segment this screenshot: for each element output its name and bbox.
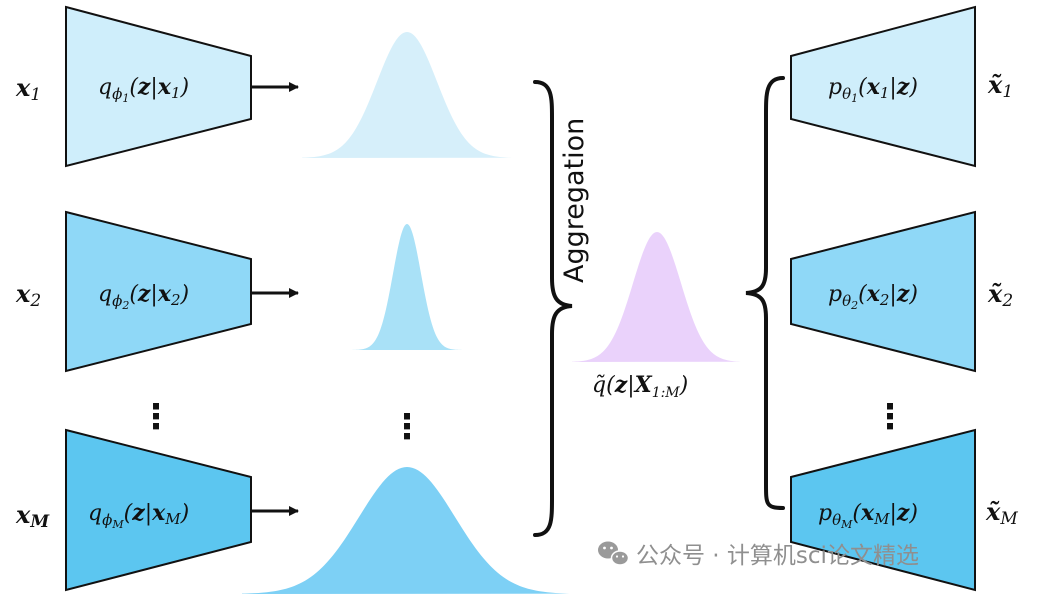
output-label-2: x̃2 [987,279,1013,311]
encoder-M-shape [65,428,252,592]
encoder-label-1: qϕ1(z|x1) [98,74,189,105]
encoder-label-2: qϕ2(z|x2) [98,281,189,312]
watermark: 公众号 · 计算机sci论文精选 [598,541,919,569]
encoder-label-M: qϕM(z|xM) [88,500,189,531]
encoder-1-shape [65,5,252,168]
input-label-M: xM [15,500,50,532]
ellipsis-decoders: ⋮ [873,397,907,437]
decoder-label-M: pθM(xM|z) [818,500,918,531]
gaussian-aggregate [572,232,742,362]
decoder-1 [790,5,976,168]
encoder-1 [65,5,252,168]
aggregation-brace [533,80,573,537]
ellipsis-gaussians: ⋮ [390,407,424,447]
gaussian-M [242,467,572,594]
encoder-2 [65,210,252,373]
output-label-M: x̃M [985,497,1018,529]
decoder-brace [745,76,785,510]
gaussian-1 [302,32,512,158]
output-label-1: x̃1 [987,70,1013,102]
decoder-M-shape [790,428,976,592]
gaussian-2 [352,224,462,350]
decoder-label-1: pθ1(x1|z) [828,74,918,105]
decoder-label-2: pθ2(x2|z) [828,281,918,312]
input-label-1: x1 [15,73,41,105]
decoder-M [790,428,976,592]
decoder-2 [790,210,976,373]
aggregate-label: q̃(z|X1:M) [592,372,688,401]
encoder-M [65,428,252,592]
watermark-text: 公众号 · 计算机sci论文精选 [636,543,919,569]
encoder-2-shape [65,210,252,373]
decoder-2-shape [790,210,976,373]
decoder-1-shape [790,5,976,168]
input-label-2: x2 [15,279,41,311]
aggregation-label: Aggregation [559,118,590,283]
wechat-icon [598,541,630,566]
ellipsis-encoders: ⋮ [139,397,173,437]
